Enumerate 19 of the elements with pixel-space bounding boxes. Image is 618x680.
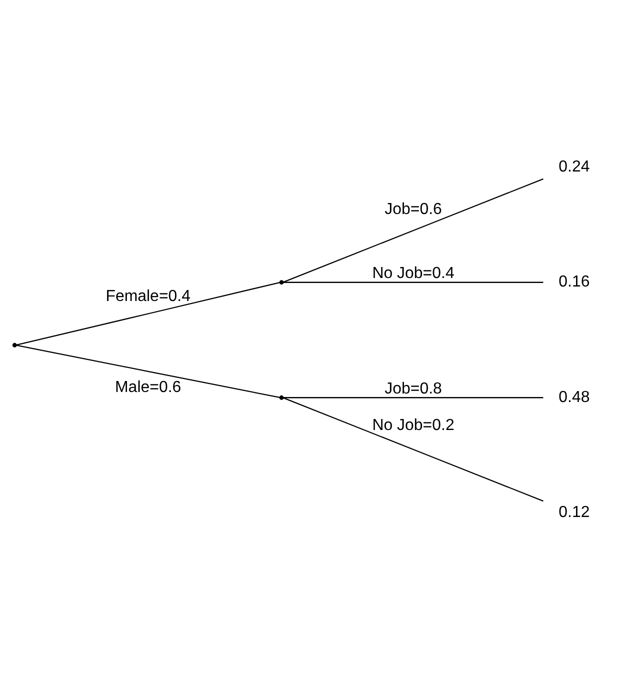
node-point bbox=[279, 280, 284, 285]
connector bbox=[16, 344, 280, 398]
node-text: 0.16 bbox=[558, 274, 590, 291]
edge-label: Female=0.4 bbox=[106, 288, 190, 305]
connector bbox=[283, 397, 544, 502]
connector bbox=[284, 397, 544, 398]
node-text: 0.48 bbox=[558, 388, 590, 406]
edge-label: Job=0.8 bbox=[384, 380, 442, 398]
node-point bbox=[279, 395, 284, 400]
edge-label: Male=0.6 bbox=[115, 379, 182, 396]
node-point bbox=[12, 342, 17, 348]
edge-label: No Job=0.4 bbox=[372, 265, 454, 282]
edge-label: No Job=0.2 bbox=[372, 416, 454, 434]
connector bbox=[284, 282, 544, 283]
node-text: 0.12 bbox=[558, 504, 590, 522]
edge-label: Job=0.6 bbox=[384, 201, 442, 218]
connector bbox=[283, 178, 544, 283]
node-text: 0.24 bbox=[558, 158, 590, 176]
connector bbox=[16, 282, 280, 346]
